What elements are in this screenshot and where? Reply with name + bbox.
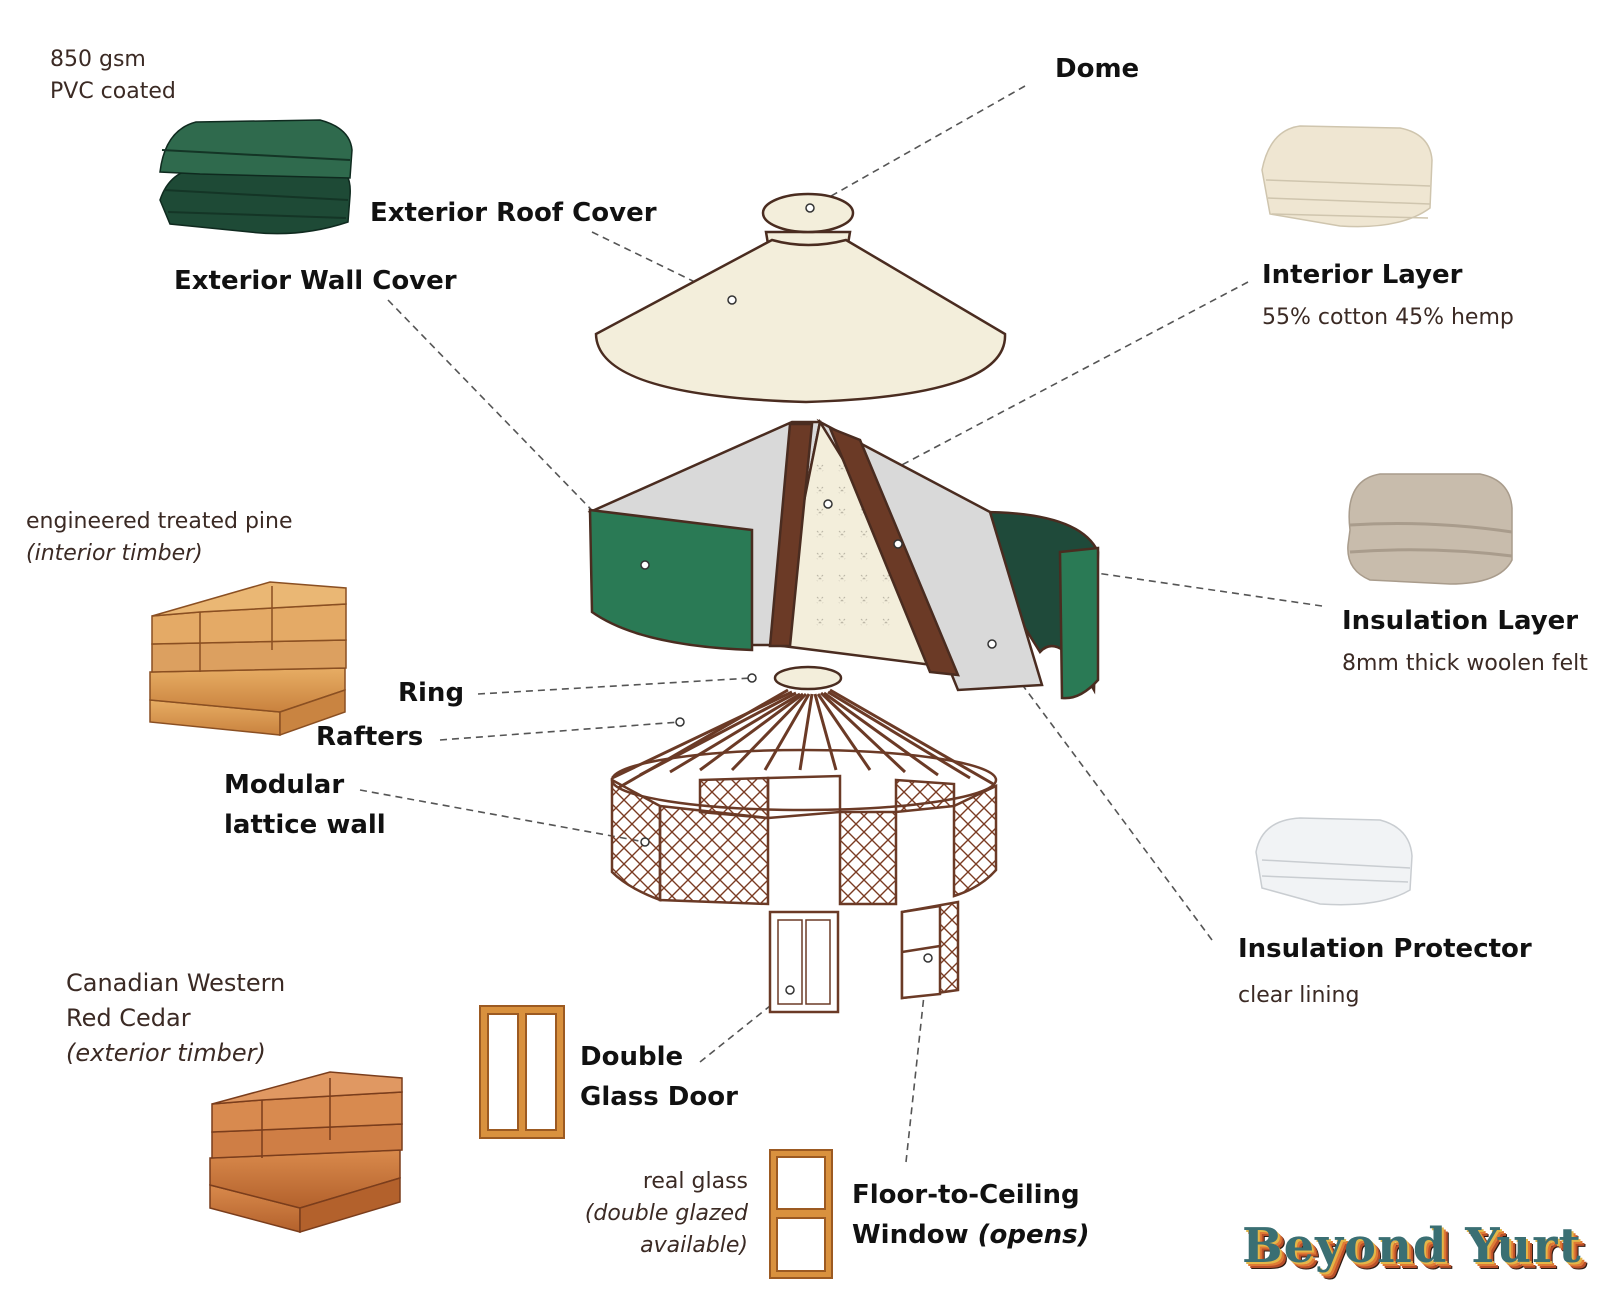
dome-label: Dome [1055, 54, 1140, 84]
cedar-note-line1: Canadian Western [66, 969, 286, 997]
rafters-group [611, 688, 996, 790]
leader-dome [809, 85, 1026, 209]
glass-note-line3: available) [640, 1232, 748, 1258]
pine-note-line2: (interior timber) [26, 540, 203, 566]
exterior-wall-cover-label: Exterior Wall Cover [174, 266, 457, 296]
interior-layer-note: 55% cotton 45% hemp [1262, 305, 1514, 330]
lattice-wall-group [610, 748, 998, 906]
pvc-note: 850 gsm PVC coated [50, 44, 176, 108]
frame-illustration [610, 688, 998, 906]
glass-note-line2: (double glazed [584, 1200, 748, 1226]
insulation-protector-label: Insulation Protector [1238, 934, 1532, 964]
felt-swatch [1347, 473, 1513, 585]
cedar-timber-swatch [209, 1071, 403, 1234]
door-insert-illustration [768, 910, 840, 1014]
leader-rafters [439, 721, 681, 741]
cedar-note: Canadian Western Red Cedar (exterior tim… [66, 966, 285, 1070]
layered-covers-illustration [587, 418, 1100, 700]
cedar-note-line3: (exterior timber) [66, 1038, 266, 1067]
glass-note: real glass (double glazed available) [570, 1166, 748, 1262]
pine-timber-swatch [149, 581, 347, 737]
window-sample-illustration [769, 1149, 833, 1279]
modular-lattice-wall-label-line2: lattice wall [224, 810, 386, 840]
modular-lattice-wall-label-line1: Modular [224, 770, 345, 800]
window-label-line2: Window (opens) [852, 1220, 1090, 1251]
interior-layer-label: Interior Layer [1262, 260, 1463, 290]
door-sample-illustration [479, 1005, 565, 1139]
leader-protector [991, 643, 1213, 941]
beyond-yurt-logo: Beyond Yurt [1242, 1218, 1582, 1274]
window-label-line1: Floor-to-Ceiling [852, 1180, 1080, 1210]
roof-cover-illustration [594, 238, 1007, 404]
leader-lattice [359, 789, 646, 843]
rafters-label: Rafters [316, 722, 424, 752]
leader-roof-cover [591, 231, 733, 301]
cotton-fabric-swatch [1261, 125, 1433, 228]
cedar-note-line2: Red Cedar [66, 1003, 191, 1032]
pvc-fabric-swatch [159, 119, 353, 235]
pine-note-line1: engineered treated pine [26, 509, 293, 534]
protector-note: clear lining [1238, 983, 1360, 1008]
window-label-opens-note: (opens) [977, 1220, 1090, 1250]
ring-illustration [747, 665, 843, 691]
pvc-note-line2: PVC coated [50, 78, 176, 104]
leader-wall-cover [387, 299, 646, 566]
glass-note-line1: real glass [642, 1169, 748, 1194]
pvc-note-line1: 850 gsm [50, 47, 146, 72]
ring-label: Ring [398, 678, 465, 708]
felt-note: 8mm thick woolen felt [1342, 651, 1588, 676]
double-glass-door-label-line2: Glass Door [580, 1082, 738, 1112]
clear-lining-swatch [1255, 817, 1413, 906]
exterior-roof-cover-label: Exterior Roof Cover [370, 198, 657, 228]
leader-ring [477, 677, 753, 695]
window-insert-illustration [900, 900, 960, 1000]
double-glass-door-label-line1: Double [580, 1042, 684, 1072]
window-label-text: Window [852, 1220, 969, 1250]
pine-note: engineered treated pine (interior timber… [26, 506, 293, 570]
insulation-layer-label: Insulation Layer [1342, 606, 1579, 636]
